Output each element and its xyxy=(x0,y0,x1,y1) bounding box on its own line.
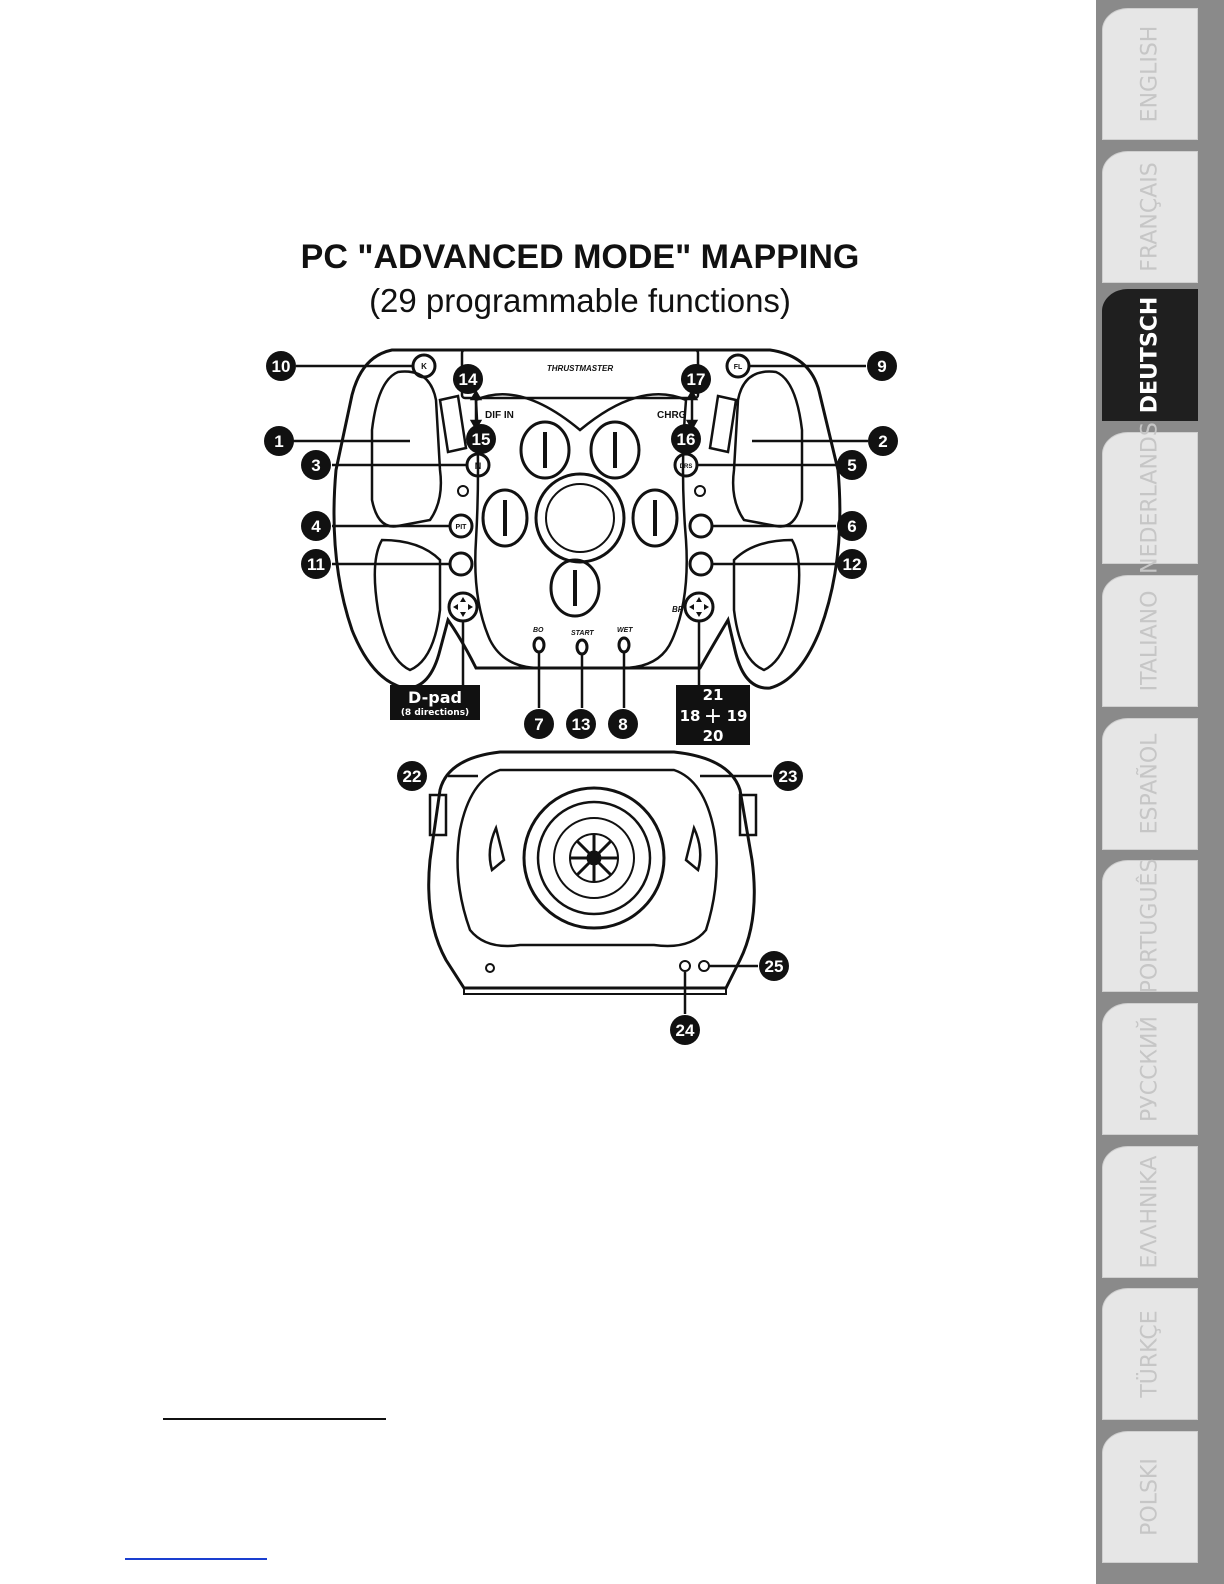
svg-text:4: 4 xyxy=(311,517,321,536)
k-button-label: K xyxy=(421,362,427,371)
svg-text:2: 2 xyxy=(878,432,887,451)
svg-text:7: 7 xyxy=(534,715,543,734)
right-dpad-icon xyxy=(689,597,709,617)
callout-1: 1 xyxy=(264,426,294,456)
svg-text:24: 24 xyxy=(676,1021,695,1040)
tab-greek[interactable]: ΕΛΛΗΝΙΚΑ xyxy=(1102,1146,1198,1278)
tab-portugues[interactable]: PORTUGUÊS xyxy=(1102,860,1198,992)
bp-label: BP xyxy=(672,605,684,614)
start-label: START xyxy=(571,630,594,637)
fl-button-label: FL xyxy=(734,364,743,371)
chrg-label: CHRG xyxy=(657,410,687,421)
tab-espanol[interactable]: ESPAÑOL xyxy=(1102,718,1198,850)
callout-4: 4 xyxy=(301,511,331,541)
tab-deutsch[interactable]: DEUTSCH xyxy=(1102,289,1198,421)
callout-13: 13 xyxy=(566,709,596,739)
svg-text:9: 9 xyxy=(877,357,886,376)
svg-text:25: 25 xyxy=(765,957,784,976)
wet-label: WET xyxy=(617,627,633,634)
n-button-label: N xyxy=(475,461,482,471)
callout-2: 2 xyxy=(868,426,898,456)
tab-turkce[interactable]: TÜRKÇE xyxy=(1102,1288,1198,1420)
bo-label: BO xyxy=(533,627,544,634)
svg-text:16: 16 xyxy=(677,430,696,449)
callout-10: 10 xyxy=(266,351,296,381)
callout-15: 15 xyxy=(466,424,496,454)
callout-9: 9 xyxy=(867,351,897,381)
dpad-label-box: D-pad (8 directions) xyxy=(390,685,480,720)
dpad-sub-label: (8 directions) xyxy=(401,708,469,718)
callout-7: 7 xyxy=(524,709,554,739)
callout-22: 22 xyxy=(397,761,427,791)
svg-text:23: 23 xyxy=(779,767,798,786)
cross-plus: + xyxy=(704,704,722,729)
callout-lines xyxy=(292,366,868,1014)
svg-text:8: 8 xyxy=(618,715,627,734)
drs-button-label: DRS xyxy=(680,464,693,470)
callout-11: 11 xyxy=(301,549,331,579)
svg-text:10: 10 xyxy=(272,357,291,376)
cross-up: 21 xyxy=(703,686,724,704)
wheel-front-view xyxy=(334,350,840,688)
callout-12: 12 xyxy=(837,549,867,579)
callout-17: 17 xyxy=(681,364,711,394)
pit-button-label: PIT xyxy=(456,524,468,531)
footnote-separator xyxy=(163,1418,386,1420)
tab-russian[interactable]: РУССКИЙ xyxy=(1102,1003,1198,1135)
svg-text:15: 15 xyxy=(472,430,491,449)
wheel-diagram: THRUSTMASTER DIF IN CHRG BO START WET BP… xyxy=(0,0,1090,1584)
svg-text:1: 1 xyxy=(274,432,283,451)
callout-3: 3 xyxy=(301,450,331,480)
callout-25: 25 xyxy=(759,951,789,981)
brand-label: THRUSTMASTER xyxy=(547,364,613,373)
svg-text:14: 14 xyxy=(459,370,478,389)
callout-6: 6 xyxy=(837,511,867,541)
dpad-label: D-pad xyxy=(408,688,462,707)
language-tabs: ENGLISH FRANÇAIS DEUTSCH NEDERLANDS ITAL… xyxy=(1096,0,1224,1584)
tab-italiano[interactable]: ITALIANO xyxy=(1102,575,1198,707)
callout-14: 14 xyxy=(453,364,483,394)
cross-left: 18 xyxy=(680,707,701,725)
callout-5: 5 xyxy=(837,450,867,480)
callout-23: 23 xyxy=(773,761,803,791)
svg-text:17: 17 xyxy=(687,370,706,389)
dif-in-label: DIF IN xyxy=(485,410,514,421)
left-dpad-icon xyxy=(453,597,473,617)
callout-16: 16 xyxy=(671,424,701,454)
callout-24: 24 xyxy=(670,1015,700,1045)
svg-text:12: 12 xyxy=(843,555,862,574)
svg-text:3: 3 xyxy=(311,456,320,475)
cross-down: 20 xyxy=(703,727,724,745)
link-underline xyxy=(125,1558,267,1560)
svg-text:5: 5 xyxy=(847,456,856,475)
wheel-rear-view xyxy=(429,752,756,994)
tab-english[interactable]: ENGLISH xyxy=(1102,8,1198,140)
svg-text:6: 6 xyxy=(847,517,856,536)
svg-text:22: 22 xyxy=(403,767,422,786)
cross-directions-box: 21 18 + 19 20 xyxy=(676,685,750,745)
svg-text:11: 11 xyxy=(307,555,325,574)
svg-text:13: 13 xyxy=(572,715,591,734)
tab-polski[interactable]: POLSKI xyxy=(1102,1431,1198,1563)
callout-8: 8 xyxy=(608,709,638,739)
tab-francais[interactable]: FRANÇAIS xyxy=(1102,151,1198,283)
cross-right: 19 xyxy=(727,707,748,725)
tab-nederlands[interactable]: NEDERLANDS xyxy=(1102,432,1198,564)
